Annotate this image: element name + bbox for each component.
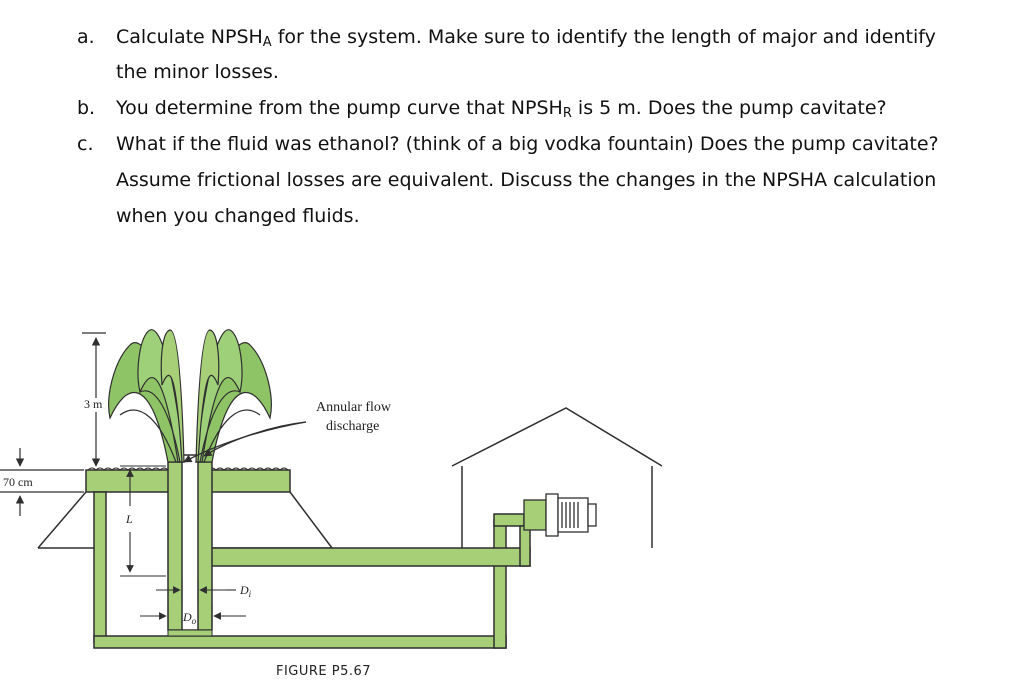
annular-arrows — [183, 421, 307, 463]
label-3m: 3 m — [84, 397, 103, 411]
dimension-70cm — [0, 448, 84, 516]
label-Di: Di — [239, 583, 252, 599]
fountain-spray-right — [195, 329, 272, 463]
question-c-label: c. — [77, 133, 94, 155]
figure-caption: FIGURE P5.67 — [276, 664, 372, 679]
pump-house — [451, 407, 663, 548]
dimension-L — [120, 465, 166, 577]
pump-motor — [523, 493, 597, 537]
label-Do: Do — [182, 610, 197, 626]
annular-riser — [167, 454, 213, 637]
pipe-loop — [93, 491, 531, 649]
question-b-label: b. — [77, 97, 96, 119]
question-a-label: a. — [77, 26, 95, 48]
fountain-spray-left — [108, 329, 185, 463]
label-70cm: 70 cm — [3, 475, 33, 489]
label-L: L — [125, 512, 133, 526]
label-annular-flow: Annular flow — [316, 400, 392, 415]
dimension-Do — [140, 605, 246, 628]
dimension-Di — [156, 580, 236, 602]
label-discharge: discharge — [326, 419, 379, 434]
dimension-3m — [82, 332, 106, 467]
